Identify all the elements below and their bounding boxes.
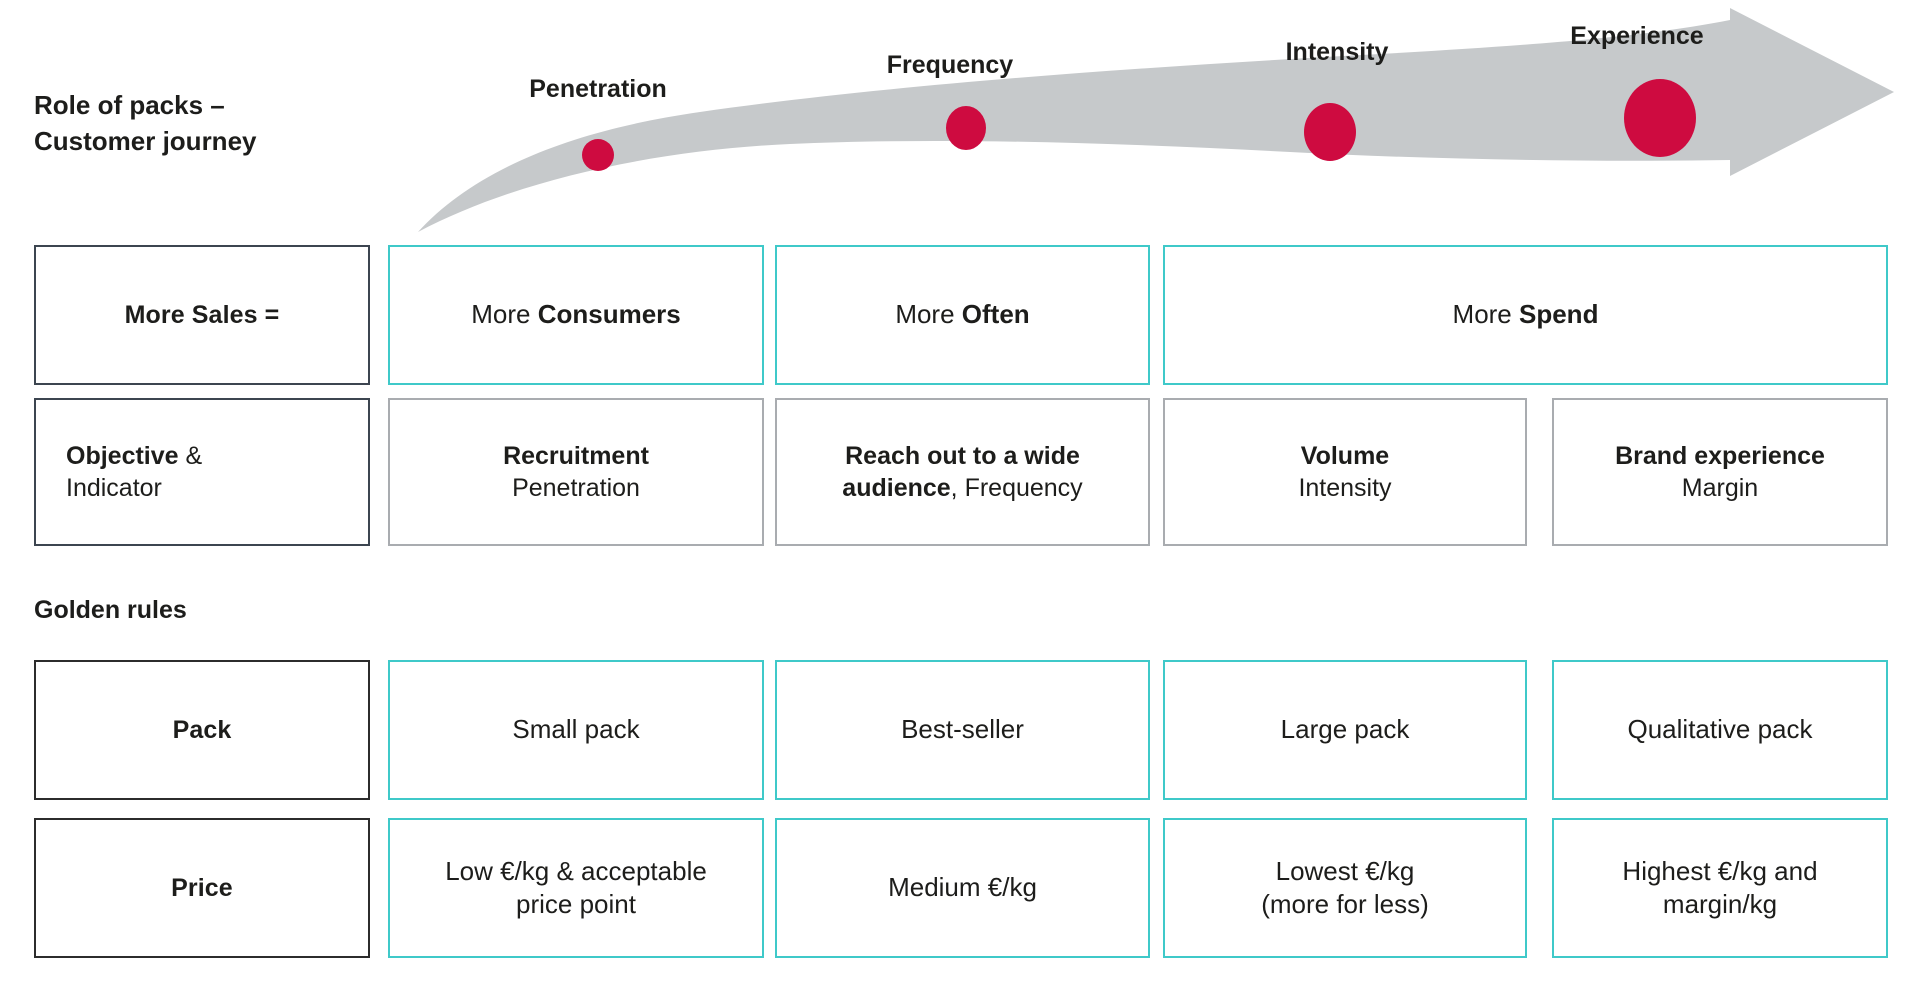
row-label-objective-indicator-text: Objective & Indicator [66,442,203,502]
cell-low-price[interactable]: Low €/kg & acceptable price point [388,818,764,958]
row-label-price: Price [34,818,370,958]
cell-reach-out-wide-audience-text: Reach out to a wide audience, Frequency [842,442,1083,502]
cell-lowest-price-text: Lowest €/kg (more for less) [1261,855,1429,919]
cell-large-pack-text: Large pack [1280,714,1410,745]
cell-more-spend-text: More Spend [1452,299,1599,330]
golden-rules-heading: Golden rules [34,596,187,624]
cell-volume-text: Volume Intensity [1298,442,1392,502]
stage-dot-intensity [1304,103,1356,161]
stage-label-frequency: Frequency [886,51,1014,79]
customer-journey-arrow: Penetration Frequency Intensity Experien… [0,0,1920,235]
cell-large-pack[interactable]: Large pack [1163,660,1527,800]
cell-more-consumers-text: More Consumers [471,299,681,330]
cell-highest-price[interactable]: Highest €/kg and margin/kg [1552,818,1888,958]
cell-small-pack[interactable]: Small pack [388,660,764,800]
cell-medium-price[interactable]: Medium €/kg [775,818,1150,958]
cell-more-consumers[interactable]: More Consumers [388,245,764,385]
cell-lowest-price[interactable]: Lowest €/kg (more for less) [1163,818,1527,958]
cell-reach-out-wide-audience[interactable]: Reach out to a wide audience, Frequency [775,398,1150,546]
row-label-more-sales: More Sales = [34,245,370,385]
cell-qualitative-pack[interactable]: Qualitative pack [1552,660,1888,800]
cell-low-price-text: Low €/kg & acceptable price point [445,855,707,919]
cell-small-pack-text: Small pack [512,714,640,745]
cell-best-seller[interactable]: Best-seller [775,660,1150,800]
cell-medium-price-text: Medium €/kg [888,872,1037,903]
page-title: Role of packs – Customer journey [34,88,364,160]
stage-label-experience: Experience [1570,22,1704,50]
page-title-line-2: Customer journey [34,125,257,156]
stage-label-intensity: Intensity [1285,38,1389,66]
stage-label-penetration: Penetration [529,75,667,103]
row-label-pack: Pack [34,660,370,800]
cell-highest-price-text: Highest €/kg and margin/kg [1622,855,1818,919]
cell-recruitment[interactable]: Recruitment Penetration [388,398,764,546]
page-title-line-1: Role of packs – [34,90,225,120]
arrow-graphic [418,8,1894,232]
cell-best-seller-text: Best-seller [901,714,1024,745]
arrow-shape [418,8,1894,232]
cell-more-often-text: More Often [895,299,1030,330]
cell-more-spend[interactable]: More Spend [1163,245,1888,385]
cell-brand-experience-text: Brand experience Margin [1615,442,1825,502]
cell-qualitative-pack-text: Qualitative pack [1627,714,1813,745]
cell-recruitment-text: Recruitment Penetration [503,442,649,502]
cell-more-often[interactable]: More Often [775,245,1150,385]
stage-dot-frequency [946,106,986,150]
stage-dot-penetration [582,139,614,171]
stage-dot-experience [1624,79,1696,157]
row-label-objective-indicator: Objective & Indicator [34,398,370,546]
cell-brand-experience[interactable]: Brand experience Margin [1552,398,1888,546]
row-label-more-sales-text: More Sales = [124,301,280,329]
cell-volume[interactable]: Volume Intensity [1163,398,1527,546]
row-label-pack-text: Pack [172,716,232,744]
row-label-price-text: Price [171,874,233,902]
